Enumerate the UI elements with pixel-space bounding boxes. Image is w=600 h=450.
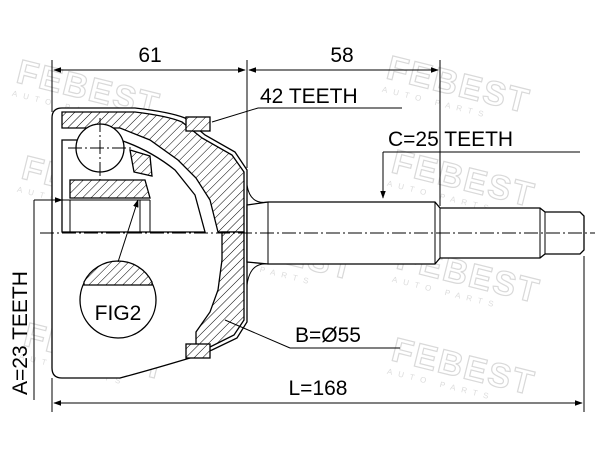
diameter-leader (224, 319, 291, 349)
dimensions: 61 58 42 TEETH C=25 TEETH A=23 TEETH B=Ø… (9, 44, 585, 412)
outer-teeth-leader (211, 107, 259, 123)
fig2-label: FIG2 (95, 302, 142, 325)
abs-ring-bottom (185, 343, 211, 359)
shaft-length-label: 58 (330, 44, 353, 67)
outer-teeth-label: 42 TEETH (260, 85, 358, 108)
fig2-leader-line (117, 199, 139, 263)
inner-race-notch (129, 149, 153, 177)
shaft-teeth-label: C=25 TEETH (388, 128, 513, 151)
abs-ring-top (185, 116, 211, 132)
diameter-label: B=Ø55 (295, 324, 361, 347)
neck-curve-top (246, 184, 269, 203)
total-length-label: L=168 (289, 377, 348, 400)
inner-teeth-label: A=23 TEETH (9, 271, 32, 395)
outer-length-label: 61 (138, 44, 161, 67)
inner-race (69, 179, 151, 199)
neck-curve-bottom (246, 263, 269, 286)
fig2-detail-hatch (83, 260, 153, 286)
cv-joint-part: FIG2 (40, 107, 595, 379)
housing-wall-lower (195, 231, 245, 353)
